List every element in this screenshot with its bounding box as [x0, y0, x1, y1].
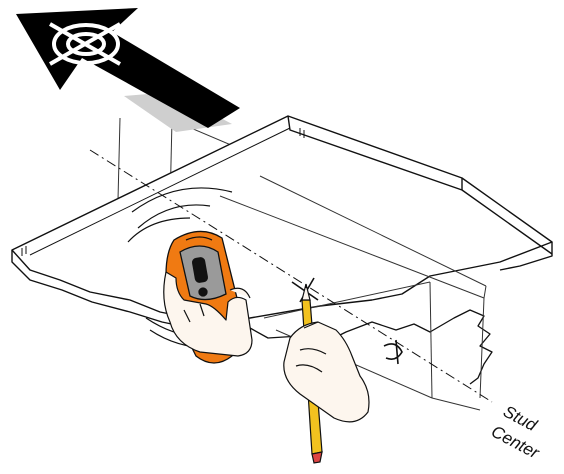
right-hand [284, 322, 369, 422]
wall-board [12, 116, 552, 330]
